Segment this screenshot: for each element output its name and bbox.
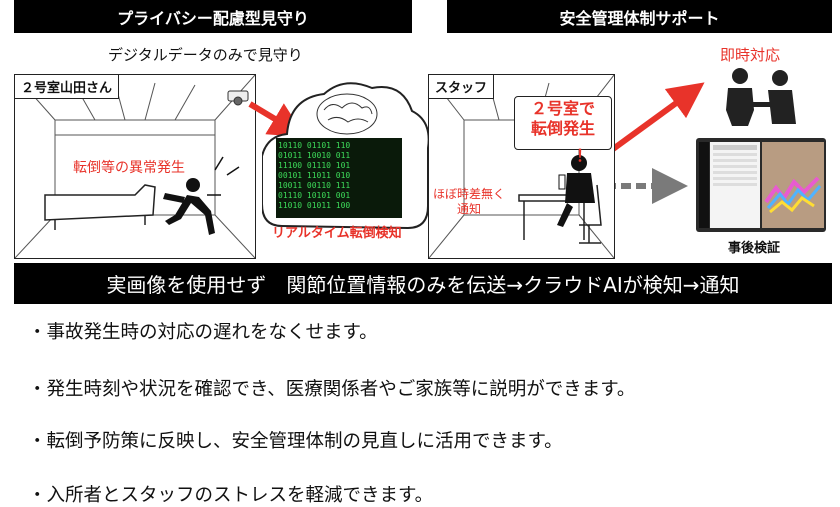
sofa [44, 184, 156, 230]
cloud-caption: リアルタイム転倒検知 [272, 226, 402, 241]
staff-person [557, 155, 595, 227]
svg-text:00101 11011 010: 00101 11011 010 [278, 171, 350, 180]
review-monitor [696, 138, 826, 232]
camera-icon [227, 90, 249, 106]
svg-text:11010 01011 100: 11010 01011 100 [278, 201, 350, 210]
process-banner: 実画像を使用せず 関節位置情報のみを伝送→クラウドAIが検知→通知 [14, 263, 832, 304]
notify-text: ほぼ時差無く 通知 [433, 187, 505, 217]
left-subtitle: デジタルデータのみで見守り [108, 46, 303, 64]
review-sidebar [699, 142, 709, 228]
svg-text:01011 10010 011: 01011 10010 011 [278, 151, 350, 160]
cloud-icon: 10110 01101 110 01011 10010 011 11100 01… [262, 82, 430, 230]
bullet-1: ・事故発生時の対応の遅れをなくせます。 [28, 322, 378, 343]
arrow-camera-to-cloud [248, 101, 306, 138]
bullet-2: ・発生時刻や状況を確認でき、医療関係者やご家族等に説明ができます。 [28, 379, 636, 400]
staff-room-label: スタッフ [429, 75, 495, 99]
skeleton-visualization [762, 142, 824, 228]
svg-text:11100 01110 101: 11100 01110 101 [278, 161, 350, 170]
anomaly-text: 転倒等の異常発生 [73, 160, 185, 176]
chair [579, 184, 602, 244]
immediate-response-label: 即時対応 [720, 46, 781, 64]
svg-text:10011 00110 111: 10011 00110 111 [278, 181, 350, 190]
brain-icon [316, 93, 378, 135]
bullet-4: ・入所者とスタッフのストレスを軽減できます。 [28, 485, 434, 506]
left-room: ２号室山田さん 転倒等の異常発生 [14, 74, 256, 259]
header-safety: 安全管理体制サポート [447, 0, 832, 33]
svg-text:10110 01101 110: 10110 01101 110 [278, 141, 350, 150]
bullet-3: ・転倒予防策に反映し、安全管理体制の見直しに活用できます。 [28, 431, 563, 452]
matrix-data [276, 138, 402, 218]
callout-line-2: 転倒発生 [530, 119, 595, 138]
left-room-label: ２号室山田さん [15, 75, 120, 99]
callout-line-1: ２号室で [530, 99, 595, 118]
notify-line-2: 通知 [457, 202, 482, 216]
fall-alert-callout: ２号室で 転倒発生 [514, 96, 612, 150]
header-privacy: プライバシー配慮型見守り [14, 0, 412, 33]
people-meeting-icon [726, 68, 796, 126]
review-label: 事後検証 [728, 241, 781, 256]
room-perspective-illustration [15, 75, 255, 258]
review-table [710, 142, 760, 228]
desk [518, 194, 590, 240]
falling-person [163, 178, 215, 235]
header-privacy-text: プライバシー配慮型見守り [117, 8, 309, 28]
callout-exclamation: ！ [576, 146, 593, 165]
svg-text:01110 10101 001: 01110 10101 001 [278, 191, 350, 200]
notify-line-1: ほぼ時差無く [433, 187, 506, 201]
header-safety-text: 安全管理体制サポート [559, 8, 720, 28]
